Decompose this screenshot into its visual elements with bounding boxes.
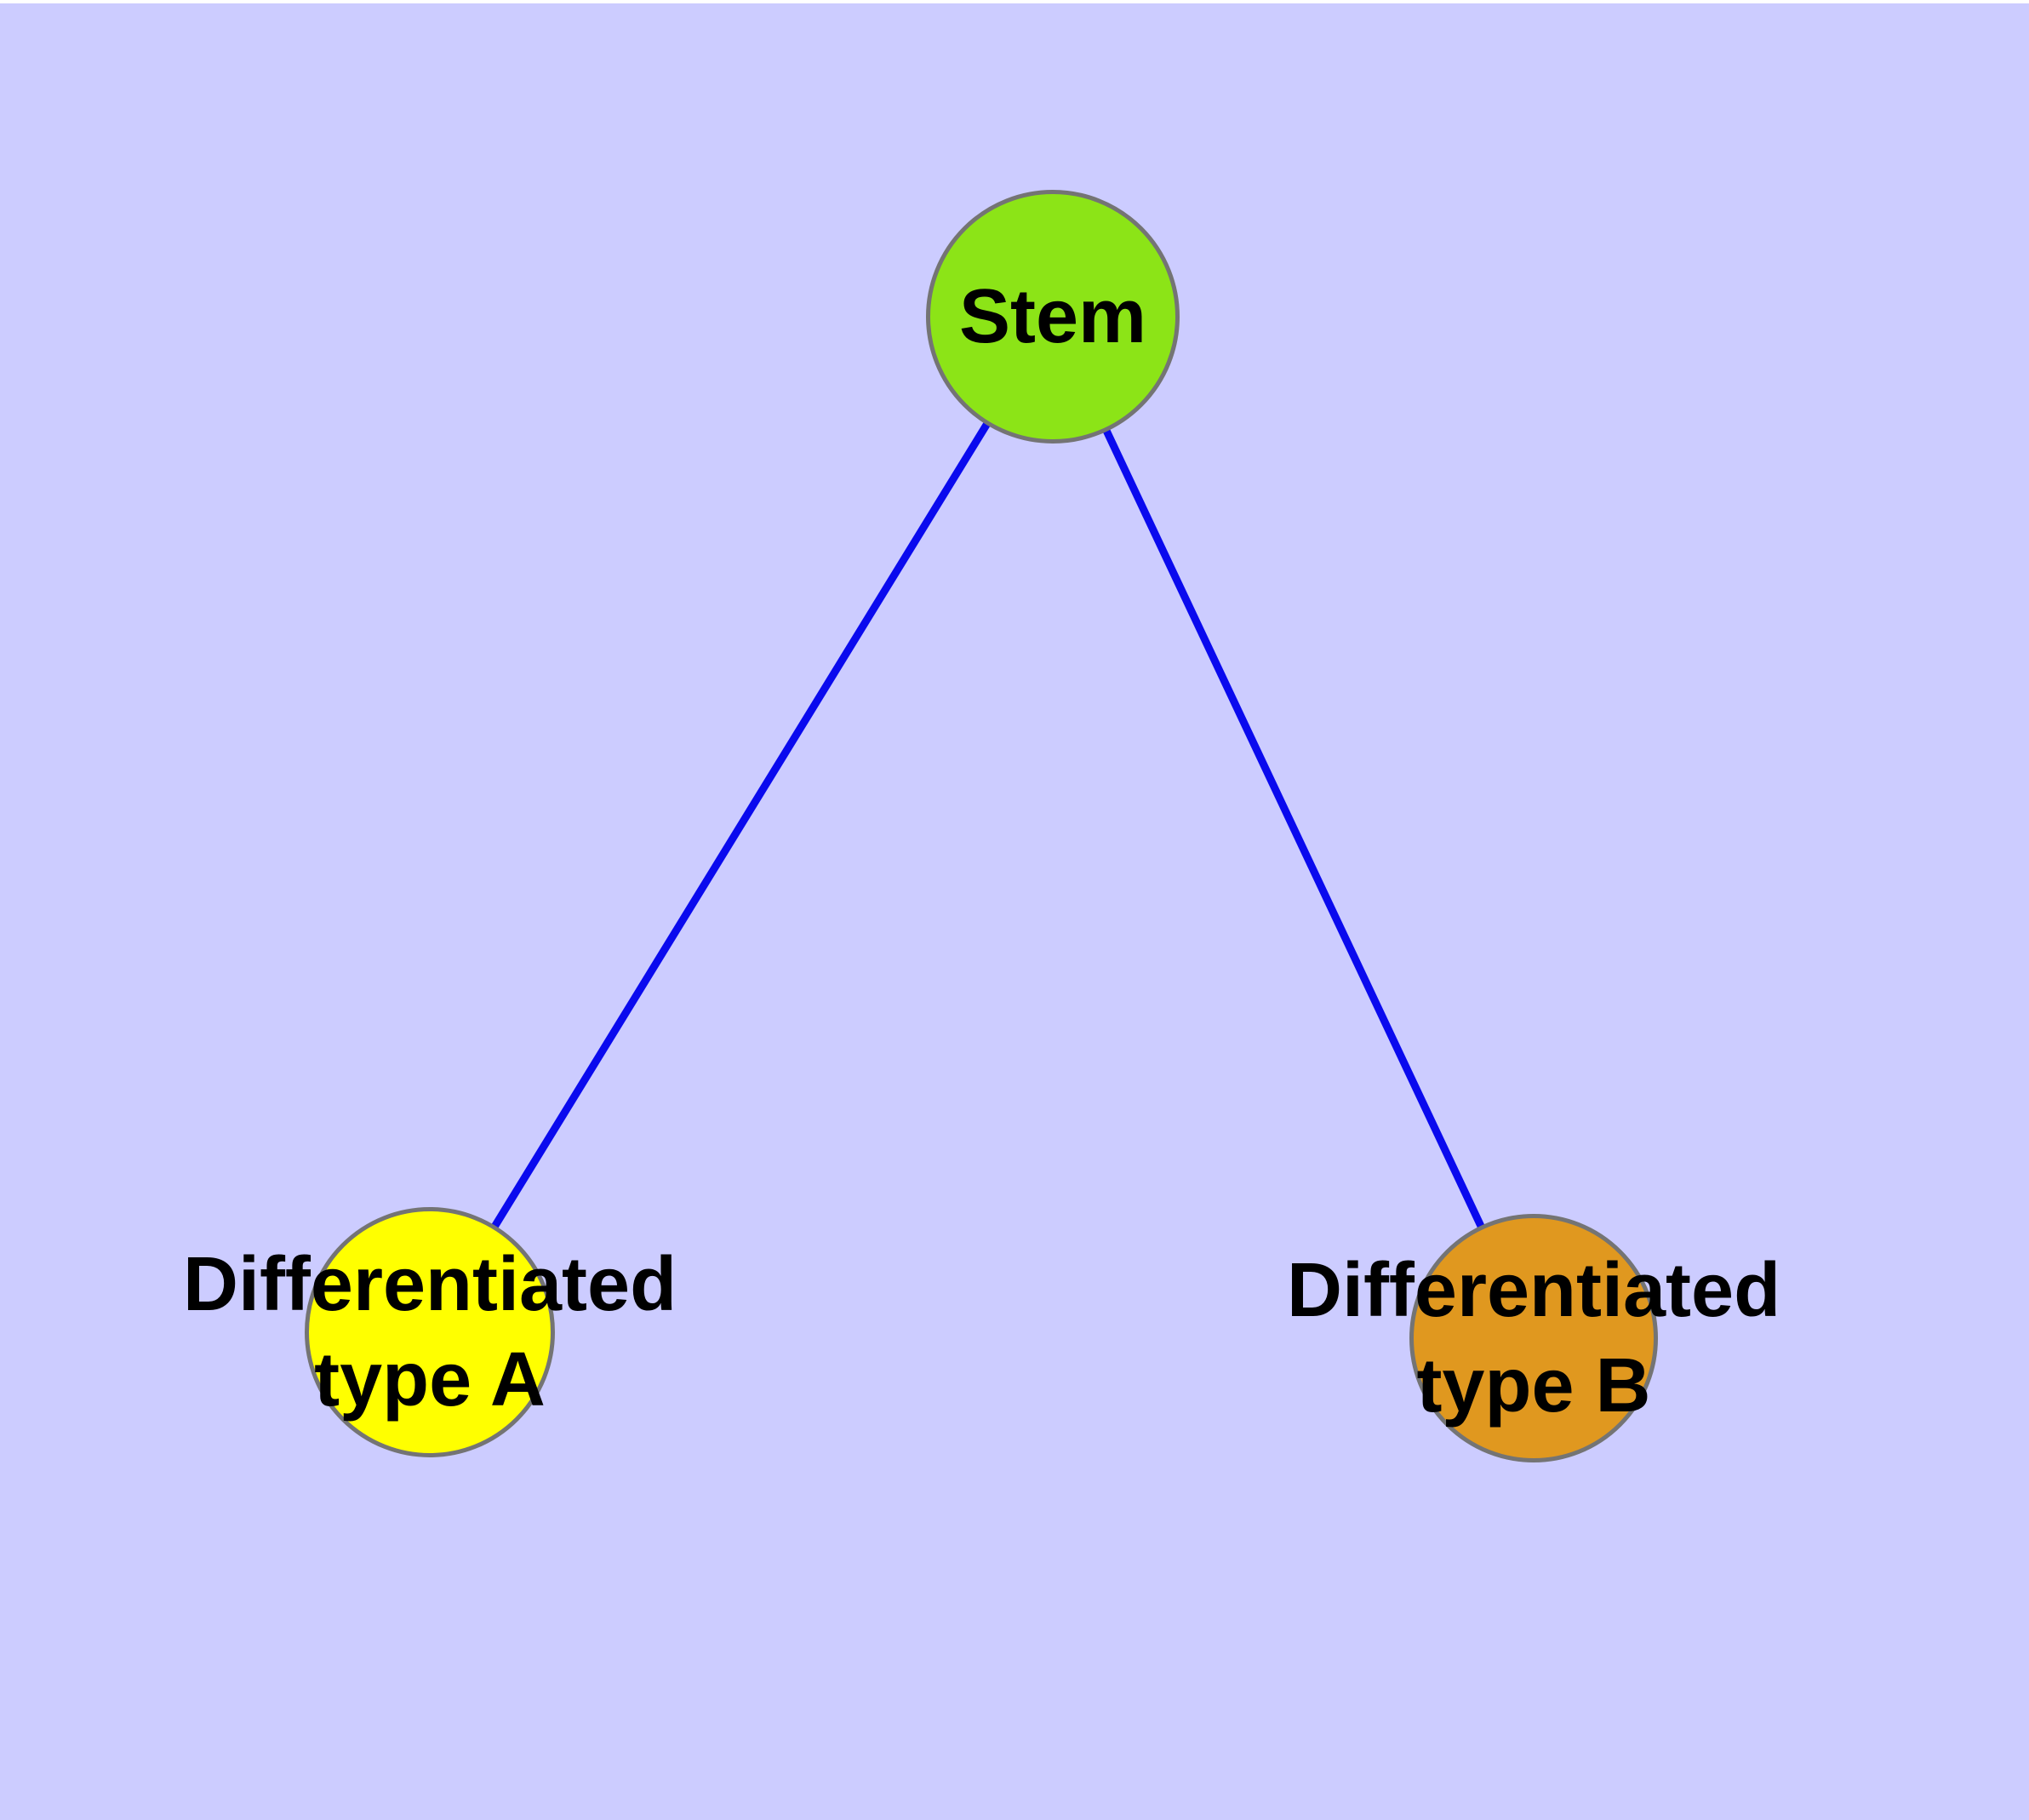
top-margin-strip <box>0 0 2029 3</box>
node-type-a[interactable] <box>305 1207 555 1457</box>
edge-stem-to-type-b <box>1049 315 1538 1340</box>
node-type-b[interactable] <box>1409 1214 1658 1462</box>
node-stem[interactable] <box>926 190 1180 444</box>
edge-stem-to-type-a <box>426 314 1056 1335</box>
